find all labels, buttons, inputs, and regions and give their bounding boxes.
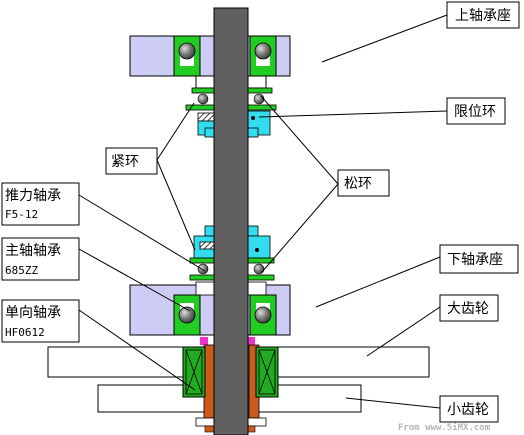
svg-text:推力轴承: 推力轴承 xyxy=(5,188,61,204)
svg-text:下轴承座: 下轴承座 xyxy=(447,252,503,268)
magenta-spacer-left xyxy=(200,337,208,345)
label-limit-ring: 限位环 xyxy=(446,97,506,125)
svg-text:限位环: 限位环 xyxy=(454,104,496,120)
label-one-way-bearing: 单向轴承 HF0612 xyxy=(1,299,80,343)
label-loose-ring: 松环 xyxy=(337,169,390,197)
label-thrust-bearing: 推力轴承 F5-12 xyxy=(1,182,80,226)
svg-text:上轴承座: 上轴承座 xyxy=(455,8,511,24)
label-large-gear: 大齿轮 xyxy=(439,294,499,322)
svg-text:大齿轮: 大齿轮 xyxy=(447,301,489,317)
lower-main-bearing xyxy=(173,281,277,336)
magenta-spacer-right xyxy=(247,337,255,345)
svg-text:松环: 松环 xyxy=(344,176,372,192)
svg-text:主轴轴承: 主轴轴承 xyxy=(5,243,61,259)
upper-main-bearing xyxy=(173,35,277,77)
svg-text:HF0612: HF0612 xyxy=(5,326,45,339)
lower-limit-ring xyxy=(193,225,271,259)
svg-text:单向轴承: 单向轴承 xyxy=(5,305,61,321)
watermark: From www.5iMX.com xyxy=(398,422,491,433)
label-upper-bearing-seat: 上轴承座 xyxy=(446,1,520,29)
leader-lines xyxy=(78,14,448,409)
main-shaft xyxy=(213,7,249,435)
label-lower-bearing-seat: 下轴承座 xyxy=(439,244,519,274)
label-tight-ring: 紧环 xyxy=(105,147,158,175)
label-main-bearing: 主轴轴承 685ZZ xyxy=(1,237,80,281)
svg-text:F5-12: F5-12 xyxy=(5,208,38,221)
svg-text:685ZZ: 685ZZ xyxy=(5,264,38,277)
label-small-gear: 小齿轮 xyxy=(439,395,499,423)
svg-text:紧环: 紧环 xyxy=(111,154,139,170)
one-way-bearing xyxy=(182,346,279,398)
svg-text:小齿轮: 小齿轮 xyxy=(447,402,489,418)
